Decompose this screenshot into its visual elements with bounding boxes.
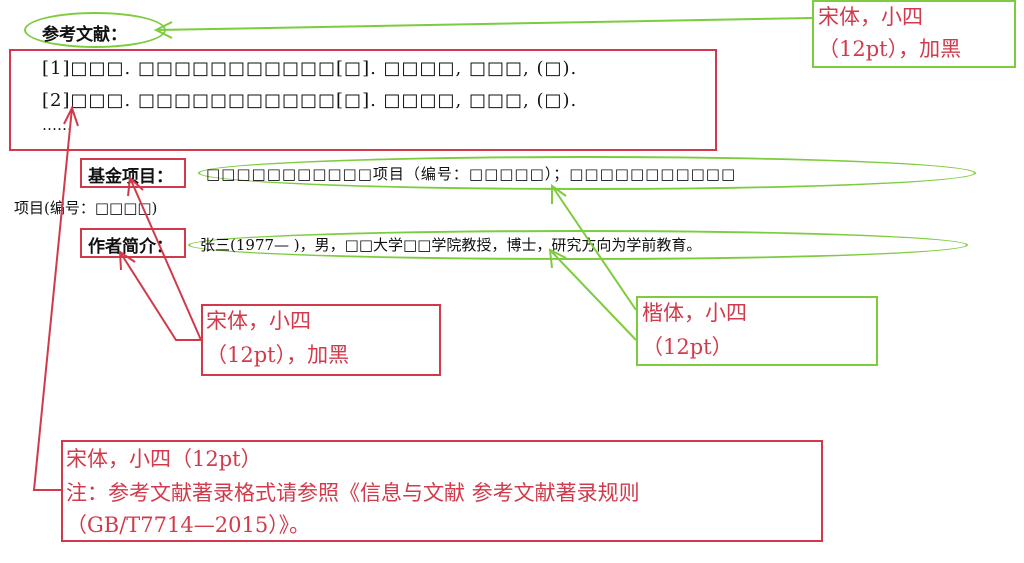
fund-text-1: □□□□□□□□□□□项目（编号：□□□□□）；□□□□□□□□□□□ [206,165,737,183]
arrow-to-author [119,251,201,341]
annotation-bottom-line2: 注：参考文献著录格式请参照《信息与文献 参考文献著录规则 [66,481,640,505]
annotation-middle-left-line2: （12pt），加黑 [206,343,350,367]
arrowhead-to-fund-text [551,184,567,204]
author-text: 张三(1977— )，男，□□大学□□学院教授，博士，研究方向为学前教育。 [200,236,702,254]
annotation-middle-left-box [201,304,441,376]
author-label: 作者简介： [88,237,173,257]
annotation-top-right-box [812,0,1016,68]
arrow-to-references [32,107,73,491]
fund-ellipse [198,156,976,190]
arrow-top-right [155,17,813,31]
annotation-top-right-line2: （12pt），加黑 [818,37,962,61]
arrowhead-to-author [118,250,136,271]
fund-label: 基金项目： [88,167,173,187]
arrowhead-top-right [153,21,173,39]
references-heading: 参考文献： [42,25,127,45]
arrow-to-fund [129,177,202,341]
reference-2: [2]□□□. □□□□□□□□□□□[□]. □□□□, □□□, (□). [42,90,578,111]
annotation-bottom-line3: （GB/T7714—2015）》。 [66,513,311,537]
annotation-middle-right-line2: （12pt） [642,335,733,359]
fund-text-2: 项目(编号：□□□□) [14,199,158,217]
reference-1: [1]□□□. □□□□□□□□□□□[□]. □□□□, □□□, (□). [42,58,578,79]
arrowhead-to-references [63,105,79,127]
annotation-top-right-line1: 宋体，小四 [818,5,923,29]
author-label-box [80,228,186,258]
arrow-to-fund-text [551,185,637,311]
author-ellipse [188,230,968,260]
annotation-middle-left-line1: 宋体，小四 [206,309,311,333]
reference-ellipsis: …… [42,116,72,134]
annotation-middle-right-line1: 楷体，小四 [642,301,747,325]
annotation-middle-right-box [636,296,878,366]
arrowhead-to-author-text [548,248,567,269]
annotation-bottom-line1: 宋体，小四（12pt） [66,447,262,471]
arrow-to-author-text [549,249,637,341]
references-box [9,49,717,151]
arrowhead-to-fund [127,175,144,197]
annotation-bottom-box [61,440,823,542]
